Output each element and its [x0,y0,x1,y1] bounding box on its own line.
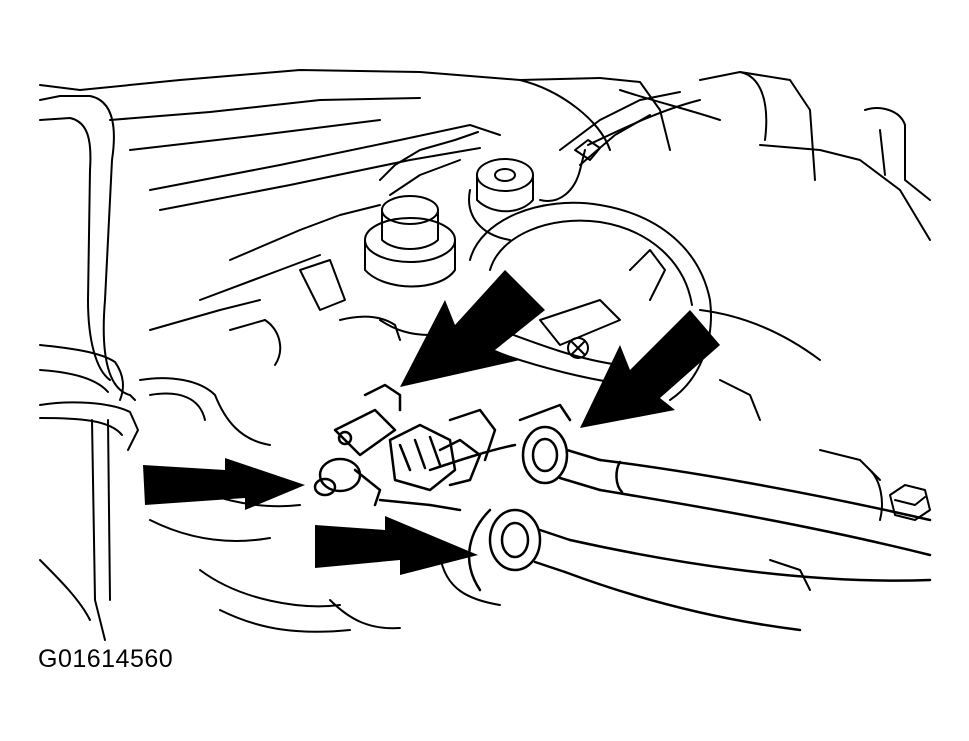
arrow-callout-4 [315,516,478,575]
clutch-housing [469,201,821,421]
shift-cables [467,425,932,632]
reservoir-caps [364,99,701,288]
arrow-callout-2 [580,310,720,428]
shift-linkage [313,383,572,512]
bolt-lower-right [769,449,931,591]
arrow-callout-3 [143,458,305,510]
arrow-callout-1 [400,270,545,387]
left-panel [39,95,139,641]
upper-structure [39,69,931,331]
figure-id-label: G01614560 [38,645,174,673]
callout-arrows [143,270,720,575]
